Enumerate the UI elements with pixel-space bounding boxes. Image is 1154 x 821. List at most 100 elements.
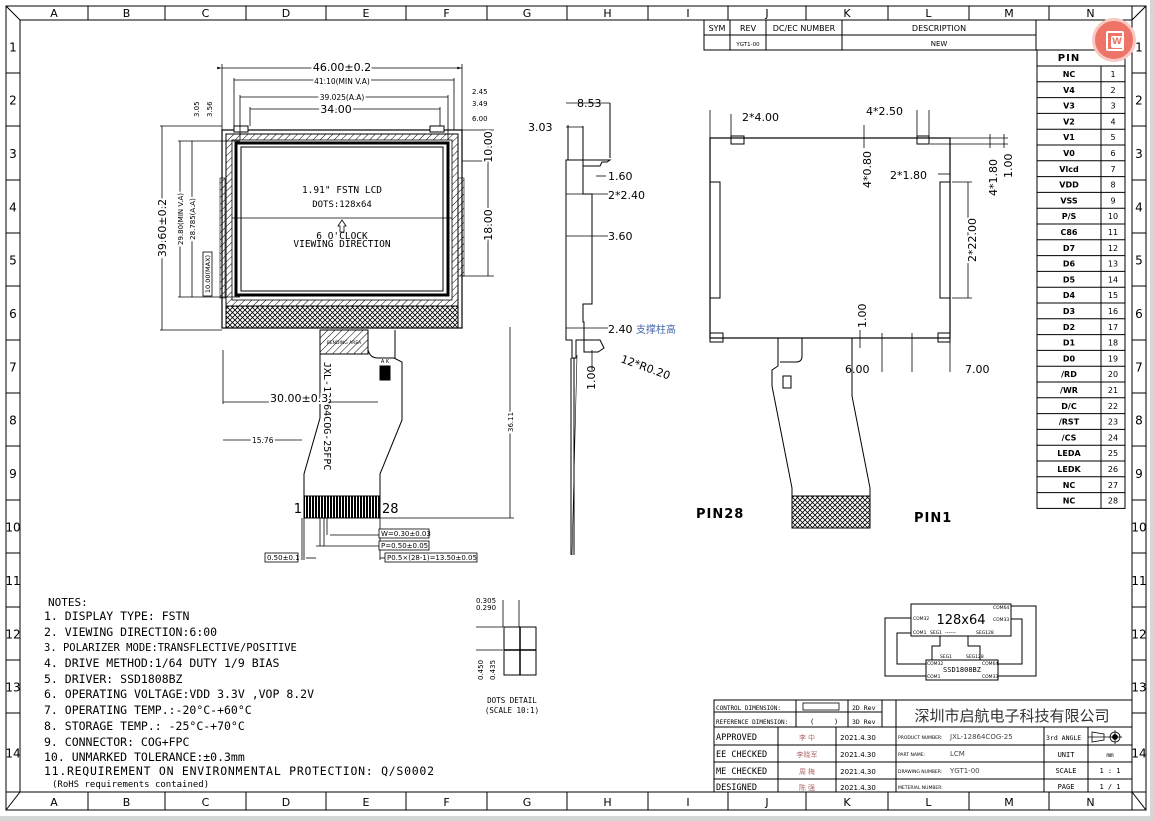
grid-row-label: 7: [9, 361, 17, 375]
note-item: 10. UNMARKED TOLERANCE:±0.3mm: [44, 750, 245, 764]
sign-role: DESIGNED: [716, 783, 757, 793]
rev-header-dcec: DC/EC NUMBER: [773, 24, 836, 33]
grid-column-label: N: [1086, 796, 1094, 809]
grid-column-label: I: [686, 7, 689, 20]
word-icon: W: [1111, 36, 1123, 48]
floating-convert-button[interactable]: W: [1092, 18, 1136, 62]
note-item: 4. DRIVE METHOD:1/64 DUTY 1/9 BIAS: [44, 656, 279, 670]
view-direction-line2: VIEWING DIRECTION: [293, 239, 391, 250]
pin-name: /RD: [1061, 370, 1077, 379]
grid-row-label: 12: [5, 628, 20, 642]
dim-h-max: 10.00(MAX): [204, 255, 212, 293]
dim-600: 6.00: [472, 115, 488, 123]
sign-date: 2021.4.30: [840, 784, 876, 792]
part-name-label: PART NAME:: [898, 752, 925, 758]
dim-r10: 10.00: [482, 131, 495, 163]
bd-seg128: SEG128: [976, 630, 994, 636]
pin-name: /WR: [1060, 386, 1078, 395]
grid-column-label: E: [363, 7, 370, 20]
side-dim-2x240: 2*2.40: [608, 189, 645, 202]
grid-row-label: 4: [1135, 201, 1143, 215]
pin-number: 6: [1110, 149, 1115, 158]
pin-number: 7: [1110, 165, 1115, 174]
title-block: CONTROL DIMENSION: REFERENCE DIMENSION: …: [713, 699, 1133, 793]
pin-name: D0: [1063, 354, 1076, 363]
grid-column-label: L: [925, 796, 932, 809]
grid-row-label: 3: [9, 147, 17, 161]
rev-description: NEW: [931, 40, 948, 48]
sign-name: 李 中: [799, 733, 815, 742]
back-pin1-label: PIN1: [914, 511, 952, 526]
dim-fpc-length: 36.11: [507, 412, 515, 432]
pin-number: 9: [1110, 196, 1115, 205]
side-support-note: 支撑柱高: [636, 323, 676, 336]
grid-column-label: B: [123, 796, 131, 809]
pin-number: 22: [1108, 402, 1118, 411]
pin-name: P/S: [1062, 212, 1077, 221]
grid-row-label: 11: [1131, 574, 1146, 588]
block-diagram: 128x64 SSD1808BZ COM64 COM32 COM33 COM1 …: [884, 603, 1037, 681]
grid-row-label: 2: [1135, 94, 1143, 108]
page-value: 1 / 1: [1099, 783, 1120, 791]
grid-column-label: C: [202, 7, 210, 20]
side-dim-160: 1.60: [608, 170, 633, 183]
part-name: LCM: [950, 750, 965, 758]
rev-2d: 2D Rev: [852, 704, 876, 712]
pin-number: 25: [1108, 449, 1118, 458]
grid-row-label: 10: [5, 521, 20, 535]
back-dim-4x180: 4*1.80: [987, 159, 1000, 196]
pin-number: 4: [1110, 117, 1115, 126]
bd-com33: COM33: [993, 617, 1009, 623]
dots-dim-435: 0.435: [489, 660, 497, 680]
rev-header-rev: REV: [740, 24, 757, 33]
pin-name: /CS: [1062, 433, 1077, 442]
dim-305: 3.05: [193, 101, 201, 117]
notes-title: NOTES:: [48, 596, 88, 609]
pin-name: D/C: [1061, 402, 1077, 411]
grid-column-label: C: [202, 796, 210, 809]
dots-detail-scale: (SCALE 10:1): [485, 706, 539, 715]
bd-com1: COM1: [913, 630, 927, 636]
grid-column-label: K: [843, 796, 851, 809]
pin-number: 8: [1110, 181, 1115, 190]
grid-column-label: H: [603, 796, 611, 809]
fpc-pin-1: 1: [294, 502, 302, 517]
pin-number: 21: [1108, 386, 1118, 395]
back-dim-100b: 1.00: [856, 304, 869, 329]
revision-table: [703, 19, 1037, 51]
grid-row-label: 13: [1131, 681, 1146, 695]
dim-fpc-offset: 15.76: [252, 436, 274, 445]
fpc-part-label: JXL-12864COG-25FPC: [321, 362, 332, 470]
pin-name: V3: [1063, 102, 1075, 111]
pin-number: 15: [1108, 291, 1118, 300]
tol-p: P=0.50±0.05: [381, 542, 428, 550]
pin-name: V2: [1063, 117, 1075, 126]
side-dim-360: 3.60: [608, 230, 633, 243]
grid-row-label: 9: [1135, 467, 1143, 481]
dim-h-min-va: 29.80(MIN V.A): [177, 193, 185, 245]
pin-number: 3: [1110, 102, 1115, 111]
pin-name: V0: [1063, 149, 1075, 158]
pin-number: 10: [1108, 212, 1118, 221]
pin-name: D2: [1063, 323, 1075, 332]
tol-p-box: [378, 540, 430, 551]
pin-number: 11: [1108, 228, 1118, 237]
pin-name: D1: [1063, 339, 1076, 348]
front-view: 1.91" FSTN LCD DOTS:128x64 6 O'CLOCK VIE…: [154, 59, 517, 563]
pin-name: VSS: [1060, 196, 1078, 205]
third-angle-projection-icon: [1088, 730, 1122, 744]
grid-row-label: 3: [1135, 147, 1143, 161]
side-dim-853: 8.53: [577, 97, 602, 110]
dim-aa: 39.025(A.A): [320, 93, 365, 102]
grid-row-label: 5: [1135, 254, 1143, 268]
dots-dim-450: 0.450: [477, 660, 485, 680]
grid-column-label: K: [843, 7, 851, 20]
pin-number: 28: [1108, 497, 1118, 506]
dim-total-height: 39.60±0.2: [156, 199, 169, 257]
tol-pitch-box: [384, 552, 478, 563]
grid-column-label: D: [282, 796, 290, 809]
pin-number: 2: [1110, 86, 1115, 95]
